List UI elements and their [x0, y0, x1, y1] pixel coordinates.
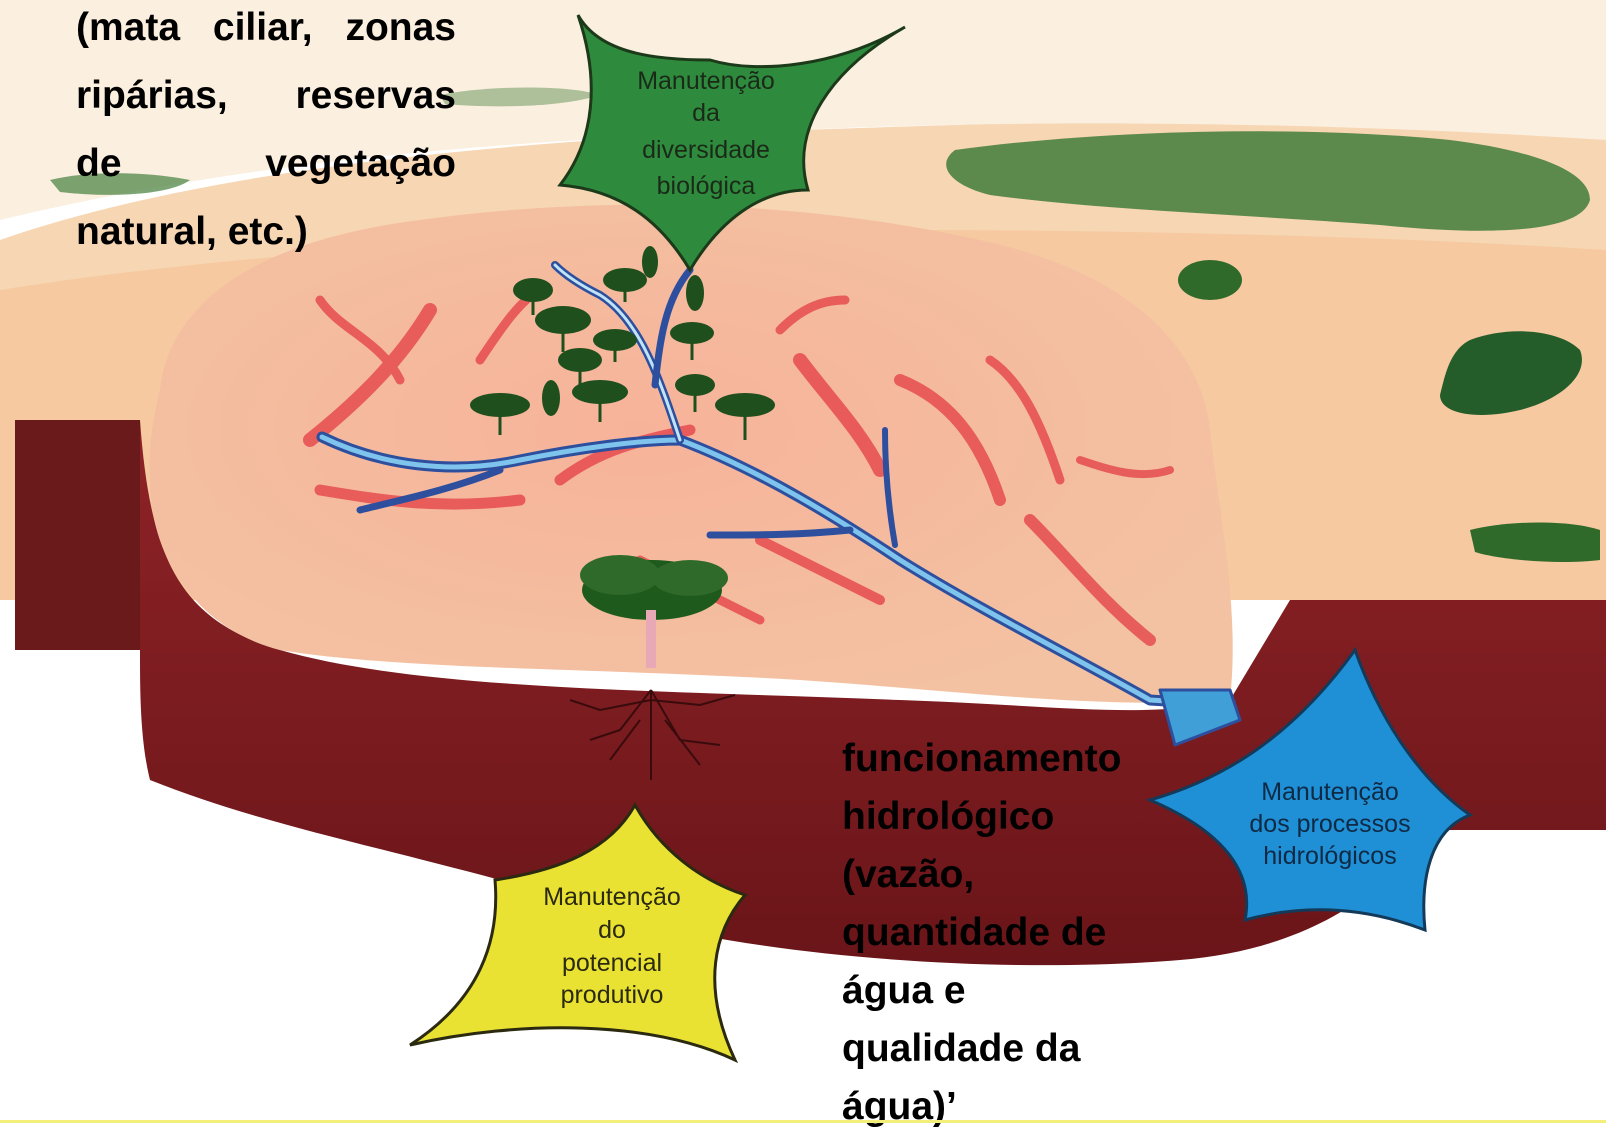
hydrology-badge-line: hidrológicos — [1263, 842, 1396, 870]
vegetation-caption-line: (mata ciliar, zonas — [76, 0, 456, 62]
biodiversity-badge-line: diversidade — [642, 136, 770, 164]
productivity-badge-line: Manutenção — [543, 883, 681, 911]
biodiversity-badge-line: Manutenção — [637, 67, 775, 95]
vegetation-caption-line: ripárias, reservas — [76, 62, 456, 130]
hydrology-caption-line: funcionamento — [842, 730, 1162, 788]
hydrology-badge-line: dos processos — [1249, 810, 1410, 838]
biodiversity-badge-line: da — [692, 99, 720, 127]
bottom-accent-rule — [0, 1120, 1606, 1123]
hydrology-caption-line: água e — [842, 962, 1162, 1020]
hydrology-badge-text: Manutenção dos processos hidrológicos — [1249, 778, 1410, 870]
hydrology-caption: funcionamento hidrológico (vazão, quanti… — [842, 730, 1162, 1136]
hydrology-badge-line: Manutenção — [1261, 778, 1399, 806]
hydrology-caption-line: (vazão, — [842, 846, 1162, 904]
hydrology-caption-line: hidrológico — [842, 788, 1162, 846]
biodiversity-badge-line: biológica — [657, 172, 756, 200]
hydrology-caption-line: qualidade da — [842, 1020, 1162, 1078]
productivity-badge-line: potencial — [562, 949, 662, 977]
productivity-badge-line: do — [598, 916, 626, 944]
vegetation-caption-line: de vegetação — [76, 130, 456, 198]
hydrology-caption-line: quantidade de — [842, 904, 1162, 962]
vegetation-caption: (mata ciliar, zonas ripárias, reservas d… — [76, 0, 456, 266]
vegetation-caption-line: natural, etc.) — [76, 198, 456, 266]
hydrology-caption-line: água)’ — [842, 1078, 1162, 1136]
productivity-badge-line: produtivo — [561, 981, 664, 1009]
